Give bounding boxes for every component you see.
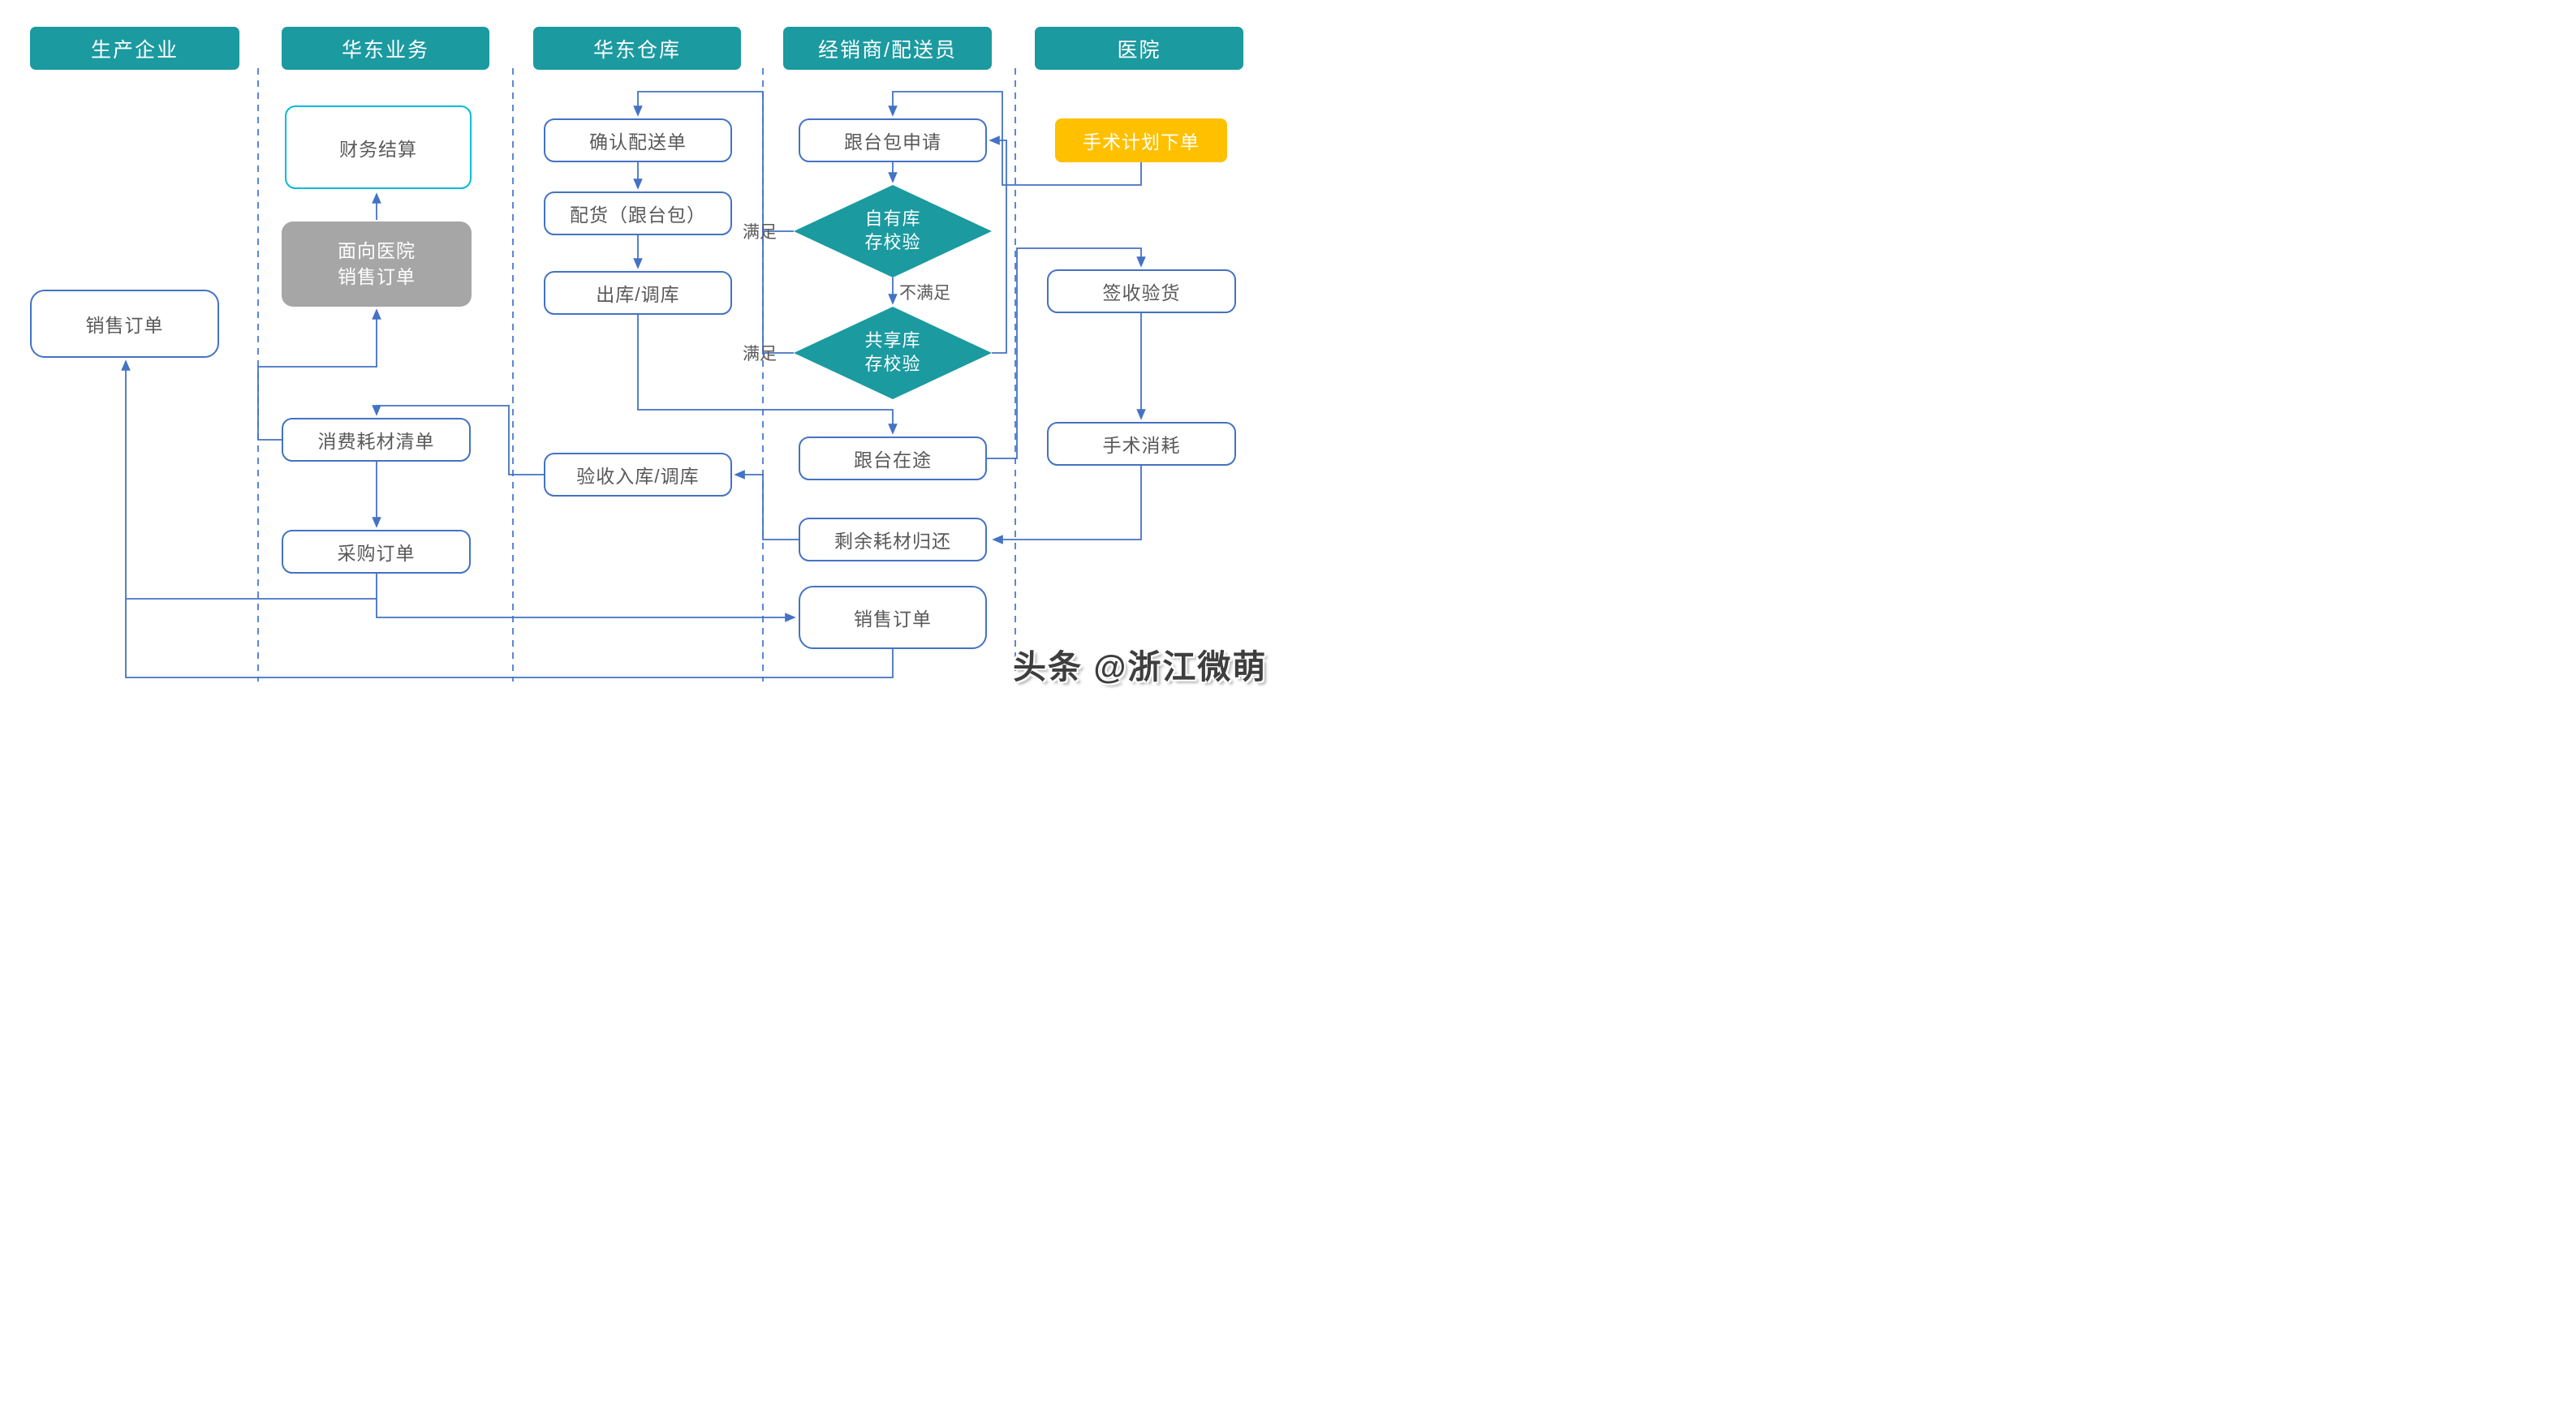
node-consumed-materials-list: 消费耗材清单 (282, 418, 471, 462)
lane-header-east-china-business: 华东业务 (282, 27, 489, 70)
node-surgery-plan-order: 手术计划下单 (1055, 118, 1227, 162)
edge-consumption-to-return (992, 466, 1142, 544)
edge-shared-check-satisfied-to-confirm (633, 91, 794, 354)
node-purchase-order: 采购订单 (282, 530, 471, 574)
watermark-toutiao: 头条 @浙江微萌 (1013, 648, 1268, 686)
node-return-remaining-materials: 剩余耗材归还 (799, 518, 987, 561)
node-sign-and-inspect: 签收验货 (1047, 269, 1236, 313)
lane-header-production: 生产企业 (30, 27, 239, 70)
edge-outbound-to-in-transit (637, 315, 898, 435)
node-confirm-delivery-note: 确认配送单 (544, 118, 732, 162)
edge-label-satisfied-shared: 满足 (743, 345, 777, 363)
edge-distributor-sales-to-manufacturer-sales (121, 359, 894, 678)
edge-return-to-accept-inbound (734, 470, 799, 540)
swimlane-flowchart: 生产企业 华东业务 华东仓库 经销商/配送员 医院 财务结算 面向医院 销售订单… (0, 0, 1273, 693)
decision-shared-stock-check-text: 共享库 存校验 (864, 330, 921, 374)
lane-header-east-china-warehouse: 华东仓库 (533, 27, 741, 70)
node-package-in-transit: 跟台在途 (799, 437, 987, 480)
node-surgery-consumption: 手术消耗 (1047, 422, 1236, 466)
node-hospital-sales-order-text: 面向医院 销售订单 (338, 240, 416, 287)
node-finance-settlement: 财务结算 (285, 105, 472, 189)
lane-header-hospital: 医院 (1035, 27, 1243, 70)
node-sales-order-distributor: 销售订单 (799, 586, 987, 649)
node-hospital-sales-order: 面向医院 销售订单 (282, 221, 472, 307)
edge-in-transit-to-sign-inspect (987, 247, 1146, 459)
edge-label-satisfied-own: 满足 (743, 223, 777, 242)
decision-own-stock-check-text: 自有库 存校验 (864, 209, 921, 252)
connector-layer (121, 68, 1146, 682)
edge-consumed-list-to-hospital-order (257, 308, 381, 441)
node-outbound-transfer: 出库/调库 (544, 271, 732, 315)
node-picking-package: 配货（跟台包） (544, 191, 732, 235)
edge-purchase-order-to-distributor-sales (376, 574, 796, 622)
node-package-application: 跟台包申请 (799, 118, 987, 162)
node-accept-inbound-transfer: 验收入库/调库 (544, 453, 732, 497)
edge-label-not-satisfied: 不满足 (899, 284, 950, 303)
edge-accept-inbound-to-consumed-list (372, 405, 544, 475)
edge-surgery-plan-to-package-application (888, 91, 1142, 186)
edge-shared-check-to-application-loop (989, 135, 1007, 354)
lane-header-distributor: 经销商/配送员 (783, 27, 992, 70)
node-sales-order-manufacturer: 销售订单 (30, 290, 219, 358)
